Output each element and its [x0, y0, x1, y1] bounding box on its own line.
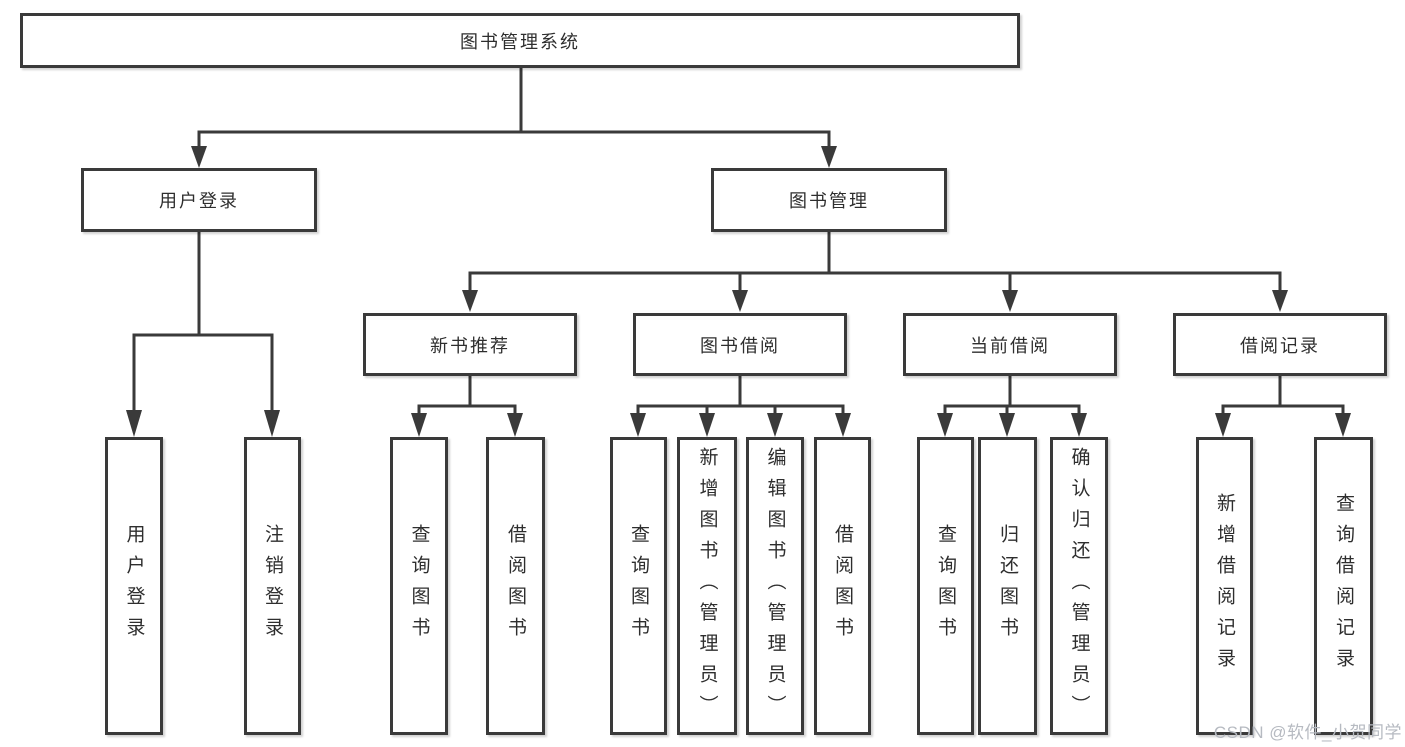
leaf-logout: 注销登录 [244, 437, 301, 735]
leaf-newbook-query: 查询图书 [390, 437, 448, 735]
leaf-current-confirm-admin: 确认归还（管理员） [1050, 437, 1108, 735]
leaf-current-query-label: 查询图书 [935, 524, 956, 648]
node-book-mgmt-label: 图书管理 [789, 191, 869, 211]
node-current-borrow: 当前借阅 [903, 313, 1117, 376]
connector-book-borrow-to-children [630, 376, 851, 437]
leaf-current-return-label: 归还图书 [997, 524, 1018, 648]
connector-current-borrow-to-children [937, 376, 1087, 437]
leaf-borrow-query-label: 查询图书 [628, 524, 649, 648]
leaf-borrow-edit-admin: 编辑图书（管理员） [746, 437, 804, 735]
connector-book-mgmt-to-level3 [462, 232, 1288, 312]
csdn-watermark: CSDN @软件_小贺同学 [1213, 723, 1402, 742]
leaf-current-return: 归还图书 [978, 437, 1037, 735]
connector-new-book-to-children [411, 376, 523, 437]
connector-root-to-level2 [191, 68, 837, 168]
node-book-borrow: 图书借阅 [633, 313, 847, 376]
leaf-borrow-add-admin: 新增图书（管理员） [677, 437, 737, 735]
leaf-newbook-query-label: 查询图书 [408, 524, 430, 648]
node-book-borrow-label: 图书借阅 [700, 335, 780, 356]
leaf-borrow-edit-admin-label: 编辑图书（管理员） [764, 446, 786, 726]
node-book-mgmt: 图书管理 [711, 168, 947, 232]
leaf-borrow-add-admin-label: 新增图书（管理员） [696, 446, 718, 726]
node-user-login-branch: 用户登录 [81, 168, 317, 232]
leaf-record-query-label: 查询借阅记录 [1333, 493, 1354, 679]
leaf-borrow-borrow: 借阅图书 [814, 437, 871, 735]
leaf-record-add: 新增借阅记录 [1196, 437, 1253, 735]
leaf-newbook-borrow: 借阅图书 [486, 437, 545, 735]
leaf-record-query: 查询借阅记录 [1314, 437, 1373, 735]
leaf-logout-label: 注销登录 [262, 524, 283, 648]
leaf-current-query: 查询图书 [917, 437, 974, 735]
node-new-book-rec: 新书推荐 [363, 313, 577, 376]
node-user-login-branch-label: 用户登录 [159, 191, 239, 211]
leaf-record-add-label: 新增借阅记录 [1214, 493, 1235, 679]
leaf-user-login-label: 用户登录 [123, 524, 145, 648]
node-root: 图书管理系统 [20, 13, 1020, 68]
leaf-current-confirm-admin-label: 确认归还（管理员） [1068, 446, 1090, 726]
connector-user-login-to-children [126, 232, 280, 437]
node-new-book-rec-label: 新书推荐 [430, 335, 510, 356]
node-root-label: 图书管理系统 [460, 31, 580, 52]
leaf-borrow-query: 查询图书 [610, 437, 667, 735]
leaf-newbook-borrow-label: 借阅图书 [505, 524, 526, 648]
node-current-borrow-label: 当前借阅 [970, 335, 1050, 356]
node-borrow-record-label: 借阅记录 [1240, 335, 1320, 356]
connector-borrow-record-to-children [1215, 376, 1351, 437]
leaf-user-login: 用户登录 [105, 437, 163, 735]
node-borrow-record: 借阅记录 [1173, 313, 1387, 376]
leaf-borrow-borrow-label: 借阅图书 [832, 524, 853, 648]
